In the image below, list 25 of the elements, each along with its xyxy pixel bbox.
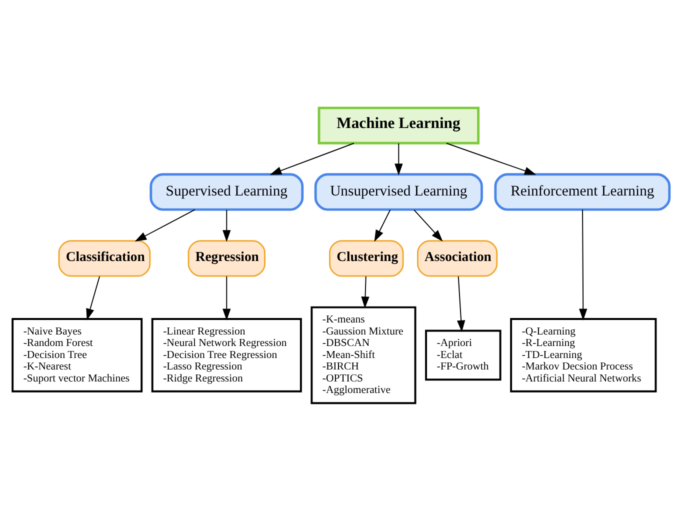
node-box: Machine Learning bbox=[318, 106, 480, 144]
node-box: -Naive Bayes -Random Forest -Decision Tree -K-Nearest -Suport vector Machines bbox=[12, 318, 143, 392]
arrow bbox=[374, 208, 391, 242]
node-box: -Apriori -Eclat -FP-Growth bbox=[425, 329, 502, 380]
node-box: Unsupervised Learning bbox=[314, 172, 483, 210]
arrow bbox=[456, 275, 466, 332]
arrow bbox=[579, 208, 588, 320]
node-box: Association bbox=[417, 240, 498, 276]
node-box: Clustering bbox=[329, 240, 404, 276]
arrow bbox=[86, 275, 100, 320]
node-box: Regression bbox=[188, 240, 266, 276]
node-box: Reinforcement Learning bbox=[494, 172, 671, 210]
node-box: -Q-Learning -R-Learning -TD-Learning -Markov Decsion Process -Artificial Neural Networks bbox=[510, 318, 657, 392]
arrow bbox=[222, 208, 231, 242]
node-box: -Linear Regression -Neural Network Regression -Decision Tree Regression -Lasso Regression -Ridge Regression bbox=[151, 318, 302, 392]
node-box: -K-means -Gaussion Mixture -DBSCAN -Mean-Shift -BIRCH -OPTICS -Agglomerative bbox=[310, 306, 416, 404]
node-box: Supervised Learning bbox=[150, 172, 304, 210]
arrow bbox=[361, 275, 370, 308]
arrow bbox=[394, 142, 403, 175]
arrow bbox=[222, 275, 231, 320]
arrow bbox=[134, 208, 196, 241]
arrow bbox=[446, 142, 536, 174]
arrow bbox=[270, 142, 354, 174]
arrow bbox=[414, 208, 443, 241]
node-box: Classification bbox=[58, 240, 151, 276]
